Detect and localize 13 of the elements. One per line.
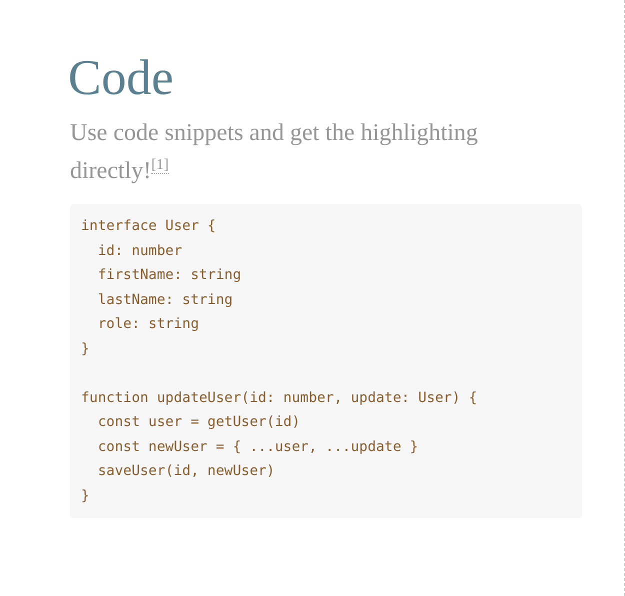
code-line: function updateUser(id: number, update: User) {: [81, 388, 478, 408]
code-line: }: [81, 340, 90, 358]
code-line: firstName: string: [96, 266, 242, 285]
code-line: const user = getUser(id): [96, 413, 300, 432]
code-line: id: number: [96, 242, 182, 260]
subtitle: Use code snippets and get the highlighting directly!$^{[1]}$: [70, 119, 479, 186]
code-line: saveUser(id, newUser): [96, 462, 275, 481]
code-line: }: [81, 486, 90, 506]
code-line: const newUser = { ...user, ...update }: [96, 438, 418, 456]
slide-title: Code: [68, 50, 174, 105]
code-line: interface User {: [81, 217, 216, 236]
code-line: lastName: string: [96, 290, 233, 310]
code-line: role: string: [96, 315, 200, 334]
